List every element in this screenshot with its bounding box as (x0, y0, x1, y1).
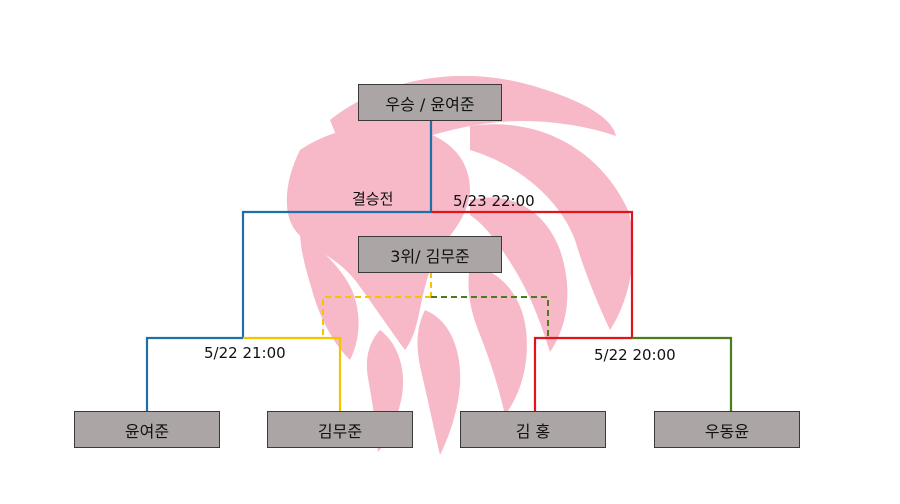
lion-mane-strand-2 (468, 265, 527, 415)
semifinal-right-time-label: 5/22 20:00 (594, 346, 676, 364)
semi-left-blue (145, 336, 243, 412)
semifinal-left-time-label: 5/22 21:00 (204, 344, 286, 362)
player-box-2: 김무준 (267, 411, 413, 448)
third-place-right (431, 296, 549, 338)
semi-right-green (632, 336, 733, 412)
final-label: 결승전 (352, 190, 394, 208)
player-box-4: 우동윤 (654, 411, 800, 448)
lion-mane-strand-3 (417, 310, 461, 455)
final-line-right (431, 210, 634, 338)
final-time-label: 5/23 22:00 (453, 192, 535, 210)
third-place-left (322, 296, 431, 338)
winner-box: 우승 / 윤여준 (358, 84, 502, 121)
third-place-box: 3위/ 김무준 (358, 236, 502, 273)
lion-jaw (300, 230, 359, 360)
final-line-left (241, 210, 431, 338)
semi-left-yellow (243, 336, 342, 412)
lion-mane-back (470, 124, 634, 331)
semi-right-red (533, 336, 632, 412)
player-box-3: 김 홍 (460, 411, 606, 448)
player-box-1: 윤여준 (74, 411, 220, 448)
